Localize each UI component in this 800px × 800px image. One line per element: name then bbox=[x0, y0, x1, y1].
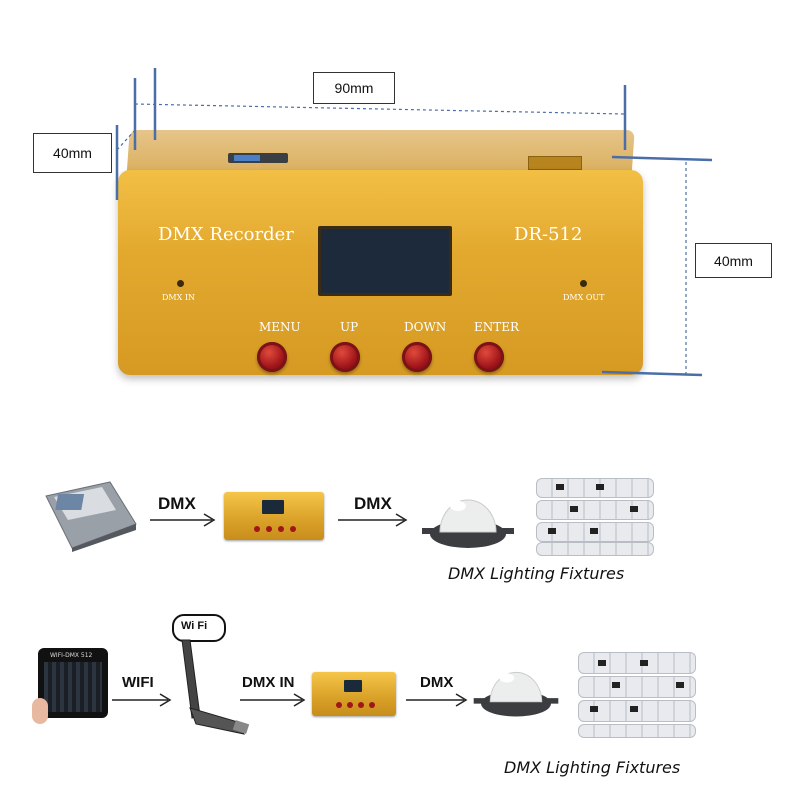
led-strip-4 bbox=[536, 542, 654, 556]
dimension-lines bbox=[115, 68, 713, 377]
dome-fixture-icon-2 bbox=[473, 671, 559, 717]
dmx-out-port bbox=[580, 280, 587, 287]
flow2-arrow3 bbox=[406, 693, 468, 707]
flow1-caption: DMX Lighting Fixtures bbox=[448, 564, 625, 583]
height-dimension-label: 40mm bbox=[695, 243, 772, 278]
dome-fixture-icon bbox=[422, 499, 514, 548]
device-title: DMX Recorder bbox=[158, 224, 294, 245]
flow2-arrow2-label: DMX IN bbox=[242, 674, 295, 691]
led-strip-6 bbox=[578, 676, 696, 698]
enter-knob bbox=[474, 342, 504, 372]
lighting-console-icon bbox=[45, 481, 137, 552]
menu-knob bbox=[257, 342, 287, 372]
mini-recorder-1 bbox=[224, 492, 324, 540]
flow1-arrow2-label: DMX bbox=[354, 494, 392, 513]
wifi-badge-label: Wi Fi bbox=[181, 620, 208, 632]
depth-dimension-label: 40mm bbox=[33, 133, 112, 173]
menu-button-label: MENU bbox=[259, 320, 301, 334]
up-button-label: UP bbox=[340, 320, 359, 334]
dmx-in-port bbox=[177, 280, 184, 287]
width-dimension-label: 90mm bbox=[313, 72, 395, 104]
dmx-out-label: DMX OUT bbox=[563, 293, 605, 302]
dmx-in-label: DMX IN bbox=[162, 293, 196, 302]
enter-button-label: ENTER bbox=[474, 320, 520, 334]
wifi-badge: Wi Fi bbox=[172, 614, 226, 642]
led-strip-5 bbox=[578, 652, 696, 674]
flow1-arrow1-label: DMX bbox=[158, 494, 196, 513]
down-button-label: DOWN bbox=[404, 320, 447, 334]
flow2-arrow1-label: WIFI bbox=[122, 674, 154, 691]
flow1-arrow1 bbox=[150, 513, 216, 527]
tablet-icon: WIFI-DMX 512 bbox=[38, 648, 108, 718]
led-strip-2 bbox=[536, 500, 654, 520]
hand-icon bbox=[32, 698, 48, 724]
top-switch bbox=[228, 153, 288, 163]
flow1-row: DMX DMX DMX Lighting Fixtures bbox=[0, 460, 800, 590]
flow2-caption: DMX Lighting Fixtures bbox=[504, 758, 681, 777]
flow2-arrow2 bbox=[240, 693, 306, 707]
flow2-arrow3-label: DMX bbox=[420, 674, 454, 691]
device-photo: DMX Recorder DR-512 DMX IN DMX OUT MENU … bbox=[110, 120, 650, 385]
down-knob bbox=[402, 342, 432, 372]
flow1-arrow2 bbox=[338, 513, 408, 527]
flow2-row: WIFI-DMX 512 WIFI Wi Fi DMX IN DMX bbox=[0, 610, 800, 790]
device-model: DR-512 bbox=[514, 224, 583, 245]
wifi-antenna-icon bbox=[181, 639, 250, 735]
up-knob bbox=[330, 342, 360, 372]
lcd-screen bbox=[318, 226, 452, 296]
led-strip-8 bbox=[578, 724, 696, 738]
tablet-title: WIFI-DMX 512 bbox=[50, 652, 93, 659]
top-port-slot bbox=[528, 156, 582, 170]
led-strip-1 bbox=[536, 478, 654, 498]
mini-recorder-2 bbox=[312, 672, 396, 716]
flow2-arrow1 bbox=[112, 693, 172, 707]
